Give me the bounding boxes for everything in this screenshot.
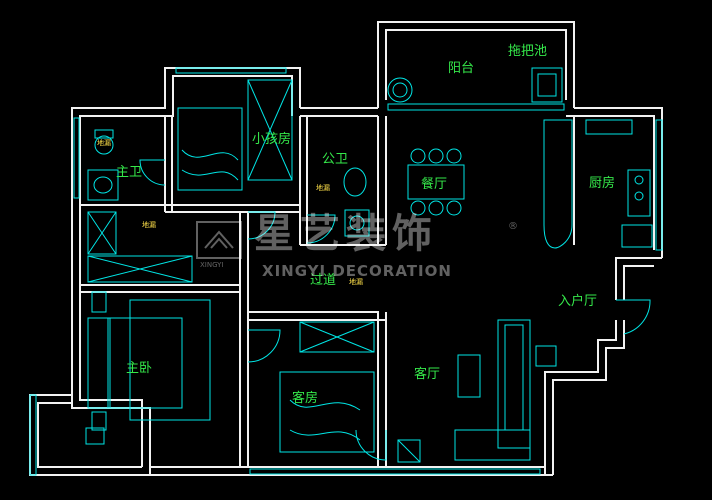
watermark-subtitle: XINGYI DECORATION bbox=[262, 262, 452, 280]
room-label-kitchen: 厨房 bbox=[589, 176, 616, 191]
room-label-balcony: 阳台 bbox=[448, 61, 475, 76]
room-label-public-bath: 公卫 bbox=[322, 152, 349, 167]
room-label-mop-sink: 拖把池 bbox=[508, 44, 548, 59]
room-label-dining: 餐厅 bbox=[421, 177, 448, 192]
floor-drain-label: 地漏 bbox=[316, 184, 330, 192]
watermark-title: 星艺装饰 bbox=[254, 211, 438, 257]
room-label-corridor: 过道 bbox=[310, 273, 337, 288]
watermark-logo-text: XINGYI bbox=[200, 261, 224, 269]
room-label-entrance: 入户厅 bbox=[558, 294, 598, 309]
doors bbox=[139, 159, 651, 461]
room-label-master-bath: 主卫 bbox=[116, 165, 143, 180]
furniture bbox=[85, 67, 653, 463]
room-label-living-room: 客厅 bbox=[414, 367, 441, 382]
floor-drain-label: 地漏 bbox=[349, 278, 363, 286]
floor-drain-label: 地漏 bbox=[97, 139, 111, 147]
room-label-guest-room: 客房 bbox=[292, 391, 319, 406]
floor-drain-label: 地漏 bbox=[142, 221, 156, 229]
room-label-master-bedroom: 主卧 bbox=[126, 361, 153, 376]
watermark-registered: ® bbox=[508, 221, 518, 232]
watermark-logo bbox=[196, 221, 242, 259]
windows bbox=[29, 67, 663, 476]
room-label-kids-room: 小孩房 bbox=[252, 132, 292, 147]
